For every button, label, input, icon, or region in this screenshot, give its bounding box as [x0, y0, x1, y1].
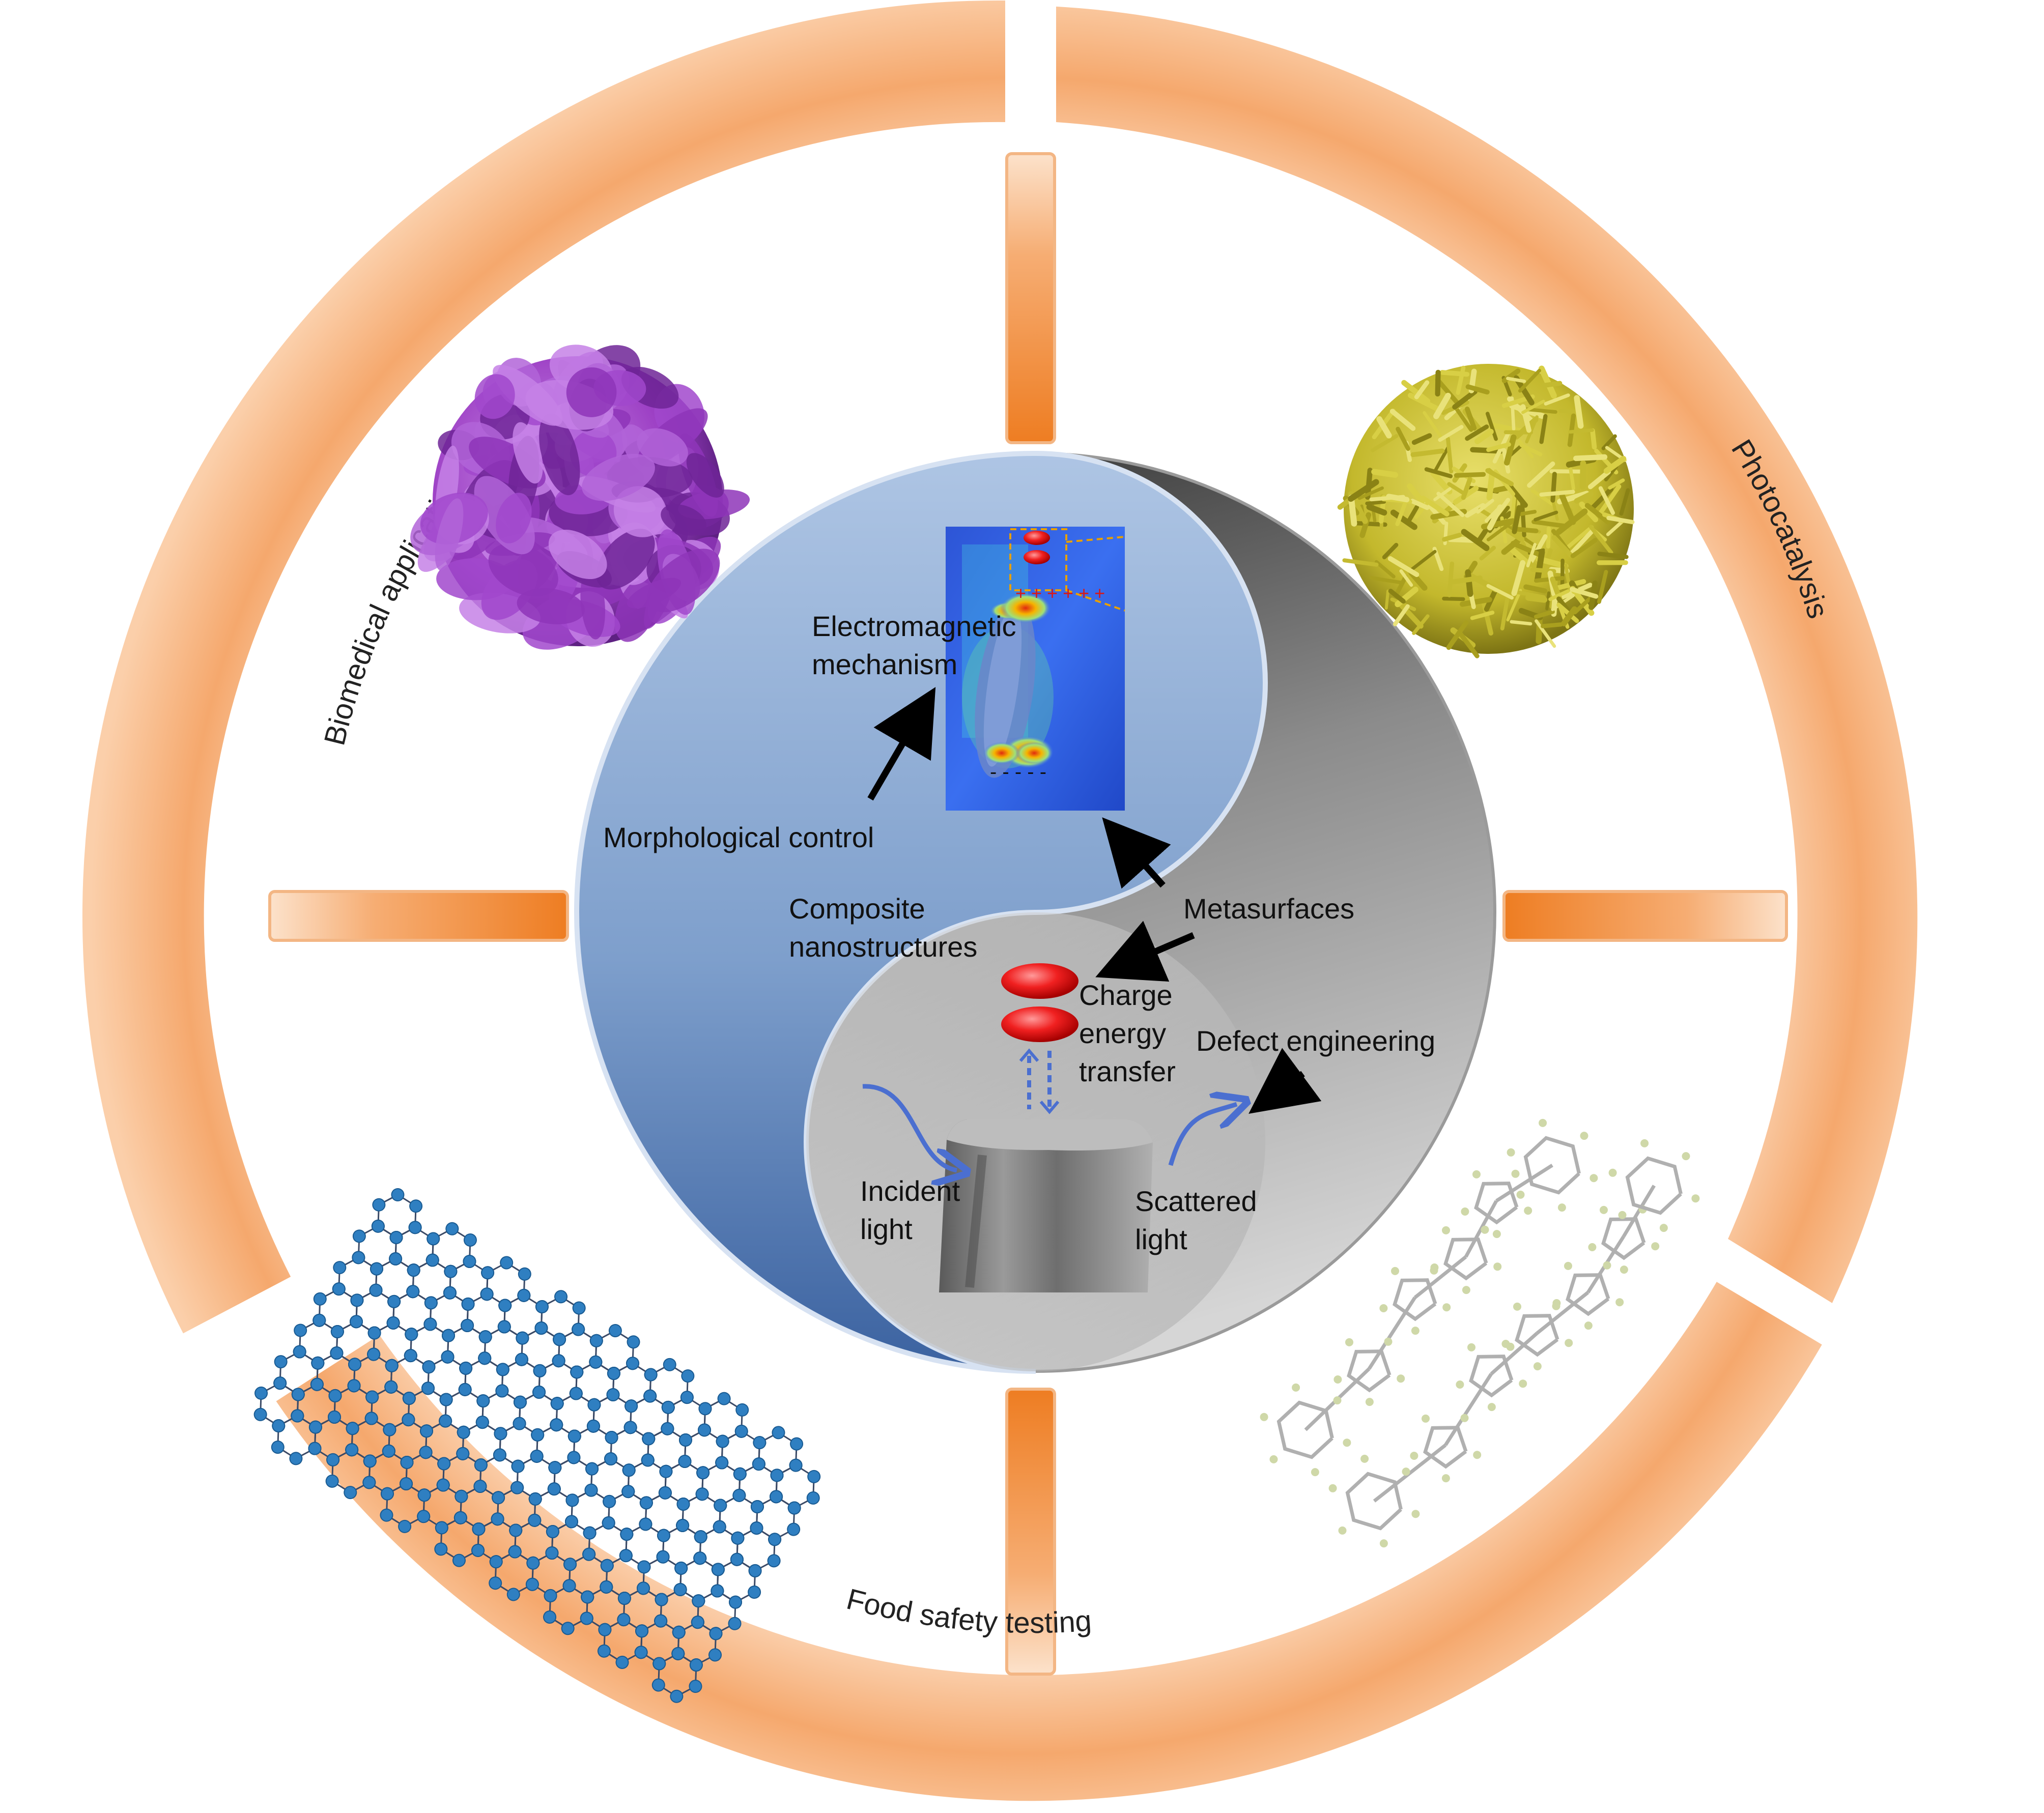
em-field-map-icon: + + + + + + - - - - - [946, 527, 1125, 811]
nanocube-particle-icon [939, 1119, 1153, 1292]
arrow-metasurfaces [1102, 817, 1171, 889]
label-defect-engineering: Defect engineering [1196, 1025, 1435, 1057]
arrow-defect [1248, 1048, 1322, 1114]
svg-text:- - - - -: - - - - - [990, 761, 1046, 783]
scattered-light-arrow [1168, 1104, 1237, 1166]
label-morphological-control: Morphological control [603, 821, 874, 853]
charge-transfer-icon [1001, 963, 1078, 1114]
purple-nanoflower-icon [410, 344, 750, 650]
spoke-left [268, 890, 569, 942]
ring-segment-top-left [82, 0, 1005, 1334]
spoke-top [1005, 152, 1056, 444]
incident-light-arrow [862, 1084, 957, 1170]
ring-segment-bottom [276, 1282, 1822, 1801]
oligothiophene-molecule-icon [1260, 1118, 1700, 1548]
graphene-lattice-icon [253, 1188, 821, 1703]
label-scattered-light: Scattered light [1135, 1185, 1265, 1255]
ring-segment-top-right [1056, 6, 1918, 1303]
outer-ring [82, 0, 1918, 1801]
label-charge-energy-transfer: Charge energy transfer [1079, 979, 1180, 1087]
arrow-to-em [867, 687, 936, 801]
label-metasurfaces: Metasurfaces [1183, 893, 1354, 925]
arrow-charge [1095, 920, 1195, 982]
spoke-right [1502, 890, 1788, 942]
label-electromagnetic-mechanism: Electromagnetic mechanism [812, 610, 1024, 680]
spoke-bottom [1005, 1388, 1056, 1676]
spokes [268, 152, 1788, 1676]
svg-text:+ + + + + +: + + + + + + [1015, 583, 1105, 603]
label-composite-nanostructures: Composite nanostructures [789, 893, 977, 963]
yellow-nanoflower-icon [1337, 364, 1635, 658]
label-incident-light: Incident light [860, 1175, 968, 1245]
